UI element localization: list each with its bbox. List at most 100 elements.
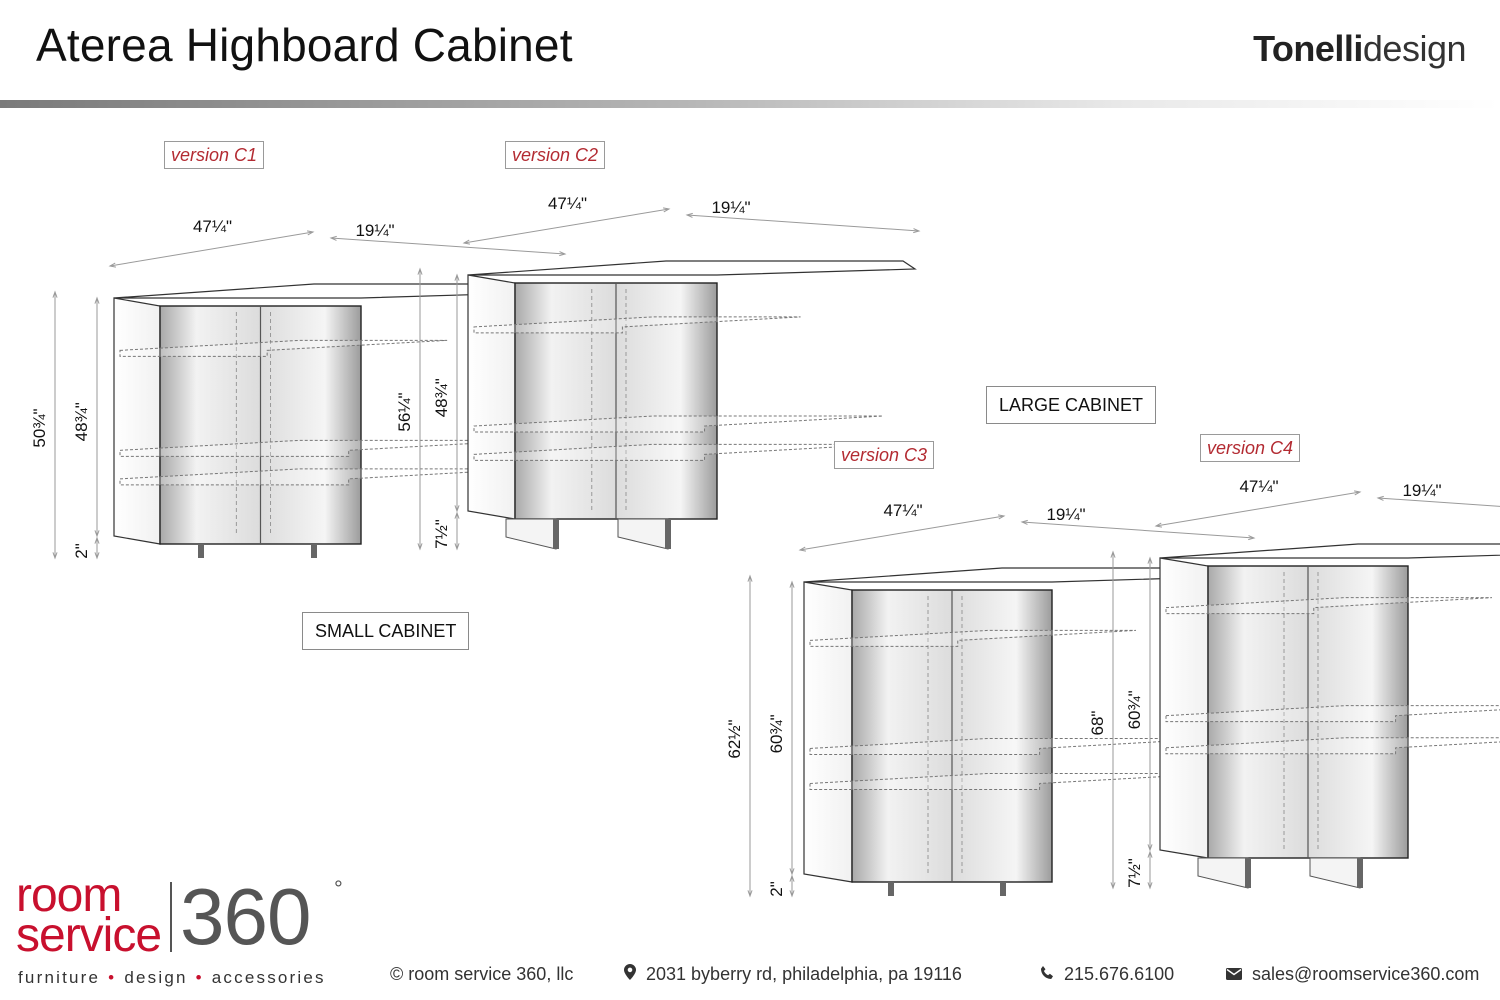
- total-height-line-arrowhead: [747, 574, 753, 582]
- footer-email[interactable]: sales@roomservice360.com: [1252, 964, 1480, 984]
- version-c2-label: version C2: [505, 141, 606, 169]
- shelf: [119, 468, 529, 486]
- total-height-line-arrowhead: [417, 543, 423, 551]
- leg: [311, 544, 317, 558]
- depth-dim-line-arrowhead: [1248, 535, 1256, 541]
- tagline-design: design: [124, 968, 188, 987]
- total-height-label: 56¼": [395, 392, 414, 431]
- page-title: Aterea Highboard Cabinet: [36, 19, 573, 71]
- footer-company: © room service 360, llc: [390, 964, 574, 984]
- depth-dim-line: [330, 237, 566, 255]
- depth-dim-line-arrowhead: [1020, 519, 1028, 525]
- version-c1-label: version C1: [164, 141, 265, 169]
- depth-dim-label: 19¼": [355, 221, 394, 240]
- depth-dim-line-arrowhead: [913, 228, 921, 234]
- cabinet-side: [803, 581, 853, 883]
- depth-dim-line-arrowhead: [685, 212, 693, 218]
- leg-height-line-arrowhead: [454, 543, 460, 551]
- shelf: [119, 439, 529, 457]
- depth-dim-label: 19¼": [1046, 505, 1085, 524]
- cabinet-side: [1159, 557, 1209, 859]
- cabinet-side: [113, 297, 161, 545]
- width-dim-line-arrowhead: [307, 230, 315, 236]
- body-height-line-arrowhead: [94, 296, 100, 304]
- total-height-line-arrowhead: [1110, 550, 1116, 558]
- leg-height-label: 7½": [1125, 858, 1144, 888]
- leg-height-line-arrowhead: [1147, 882, 1153, 890]
- body-height-line-arrowhead: [789, 580, 795, 588]
- width-dim-line: [463, 208, 670, 244]
- body-height-line-arrowhead: [454, 273, 460, 281]
- logo-degree: °: [334, 876, 343, 901]
- body-height-label: 60¾": [767, 714, 786, 753]
- cabinet-top: [1159, 543, 1500, 559]
- total-height-label: 68": [1088, 711, 1107, 736]
- leg-panel: [505, 518, 557, 550]
- width-dim-label: 47¼": [548, 194, 587, 213]
- shelf: [809, 737, 1218, 755]
- footer-email-wrap: sales@roomservice360.com: [1226, 964, 1479, 985]
- width-dim-line-arrowhead: [798, 546, 806, 552]
- width-dim-line-arrowhead: [663, 207, 671, 213]
- leg-height-label: 7½": [432, 519, 451, 549]
- header-rule: [0, 100, 1500, 108]
- location-pin-icon: [624, 964, 636, 985]
- tagline-dot: •: [108, 968, 117, 987]
- width-dim-label: 47¼": [193, 217, 232, 236]
- leg-height-label: 2": [767, 881, 786, 897]
- depth-dim-line: [686, 214, 920, 232]
- leg: [665, 519, 671, 549]
- depth-dim-line: [1377, 497, 1500, 507]
- leg-height-label: 2": [72, 543, 91, 559]
- footer-phone[interactable]: 215.676.6100: [1064, 964, 1175, 984]
- cabinet-c2: 47¼"19¼"56¼"48¾"7½": [395, 194, 921, 551]
- total-height-line-arrowhead: [417, 267, 423, 275]
- depth-dim-line-arrowhead: [1376, 495, 1384, 501]
- body-height-line-arrowhead: [1147, 844, 1153, 852]
- body-height-line-arrowhead: [789, 868, 795, 876]
- total-height-line-arrowhead: [747, 890, 753, 898]
- tagline-dot: •: [195, 968, 204, 987]
- small-cabinet-label: SMALL CABINET: [302, 612, 470, 650]
- logo-divider: [170, 882, 172, 952]
- cabinet-c3: 47¼" 19¼" 62½" 60¾" 2": [725, 501, 1256, 898]
- total-height-label: 62½": [725, 719, 744, 758]
- shelf: [473, 316, 801, 334]
- leg-panel: [1309, 857, 1361, 889]
- width-dim-label: 47¼": [883, 501, 922, 520]
- leg-height-line-arrowhead: [789, 874, 795, 882]
- leg: [553, 519, 559, 549]
- large-cabinet-label: LARGE CABINET: [986, 386, 1157, 424]
- width-dim-line-arrowhead: [1154, 522, 1162, 528]
- width-dim-line-arrowhead: [462, 239, 470, 245]
- body-height-line-arrowhead: [94, 530, 100, 538]
- total-height-line-arrowhead: [1110, 882, 1116, 890]
- width-dim-line: [1155, 491, 1361, 527]
- total-height-line-arrowhead: [52, 290, 58, 298]
- body-height-label: 48¾": [432, 378, 451, 417]
- width-dim-line-arrowhead: [998, 514, 1006, 520]
- body-height-line-arrowhead: [1147, 556, 1153, 564]
- leg: [1000, 882, 1006, 896]
- leg-panel: [1197, 857, 1249, 889]
- phone-icon: [1040, 964, 1054, 985]
- leg-height-line-arrowhead: [454, 511, 460, 519]
- width-dim-line: [799, 515, 1005, 551]
- shelf: [1165, 705, 1500, 723]
- footer-address[interactable]: 2031 byberry rd, philadelphia, pa 19116: [646, 964, 962, 984]
- cabinet-c4: 47¼"19¼"68"60¾"7½": [1088, 477, 1500, 890]
- width-dim-label: 47¼": [1239, 477, 1278, 496]
- logo-service: service: [16, 909, 162, 962]
- footer-address-wrap: 2031 byberry rd, philadelphia, pa 19116: [624, 964, 962, 985]
- body-height-label: 60¾": [1125, 690, 1144, 729]
- tagline-accessories: accessories: [211, 968, 326, 987]
- leg: [198, 544, 204, 558]
- tagline-furniture: furniture: [18, 968, 101, 987]
- logo-360: 360: [180, 872, 311, 961]
- cabinet-c1: 47¼"19¼"50¾"48¾"2": [30, 217, 567, 560]
- brand-bold: Tonelli: [1253, 28, 1363, 69]
- brand-logo: Tonellidesign: [1253, 28, 1466, 70]
- shelf: [809, 629, 1136, 647]
- leg: [1357, 858, 1363, 888]
- shelf: [119, 339, 448, 357]
